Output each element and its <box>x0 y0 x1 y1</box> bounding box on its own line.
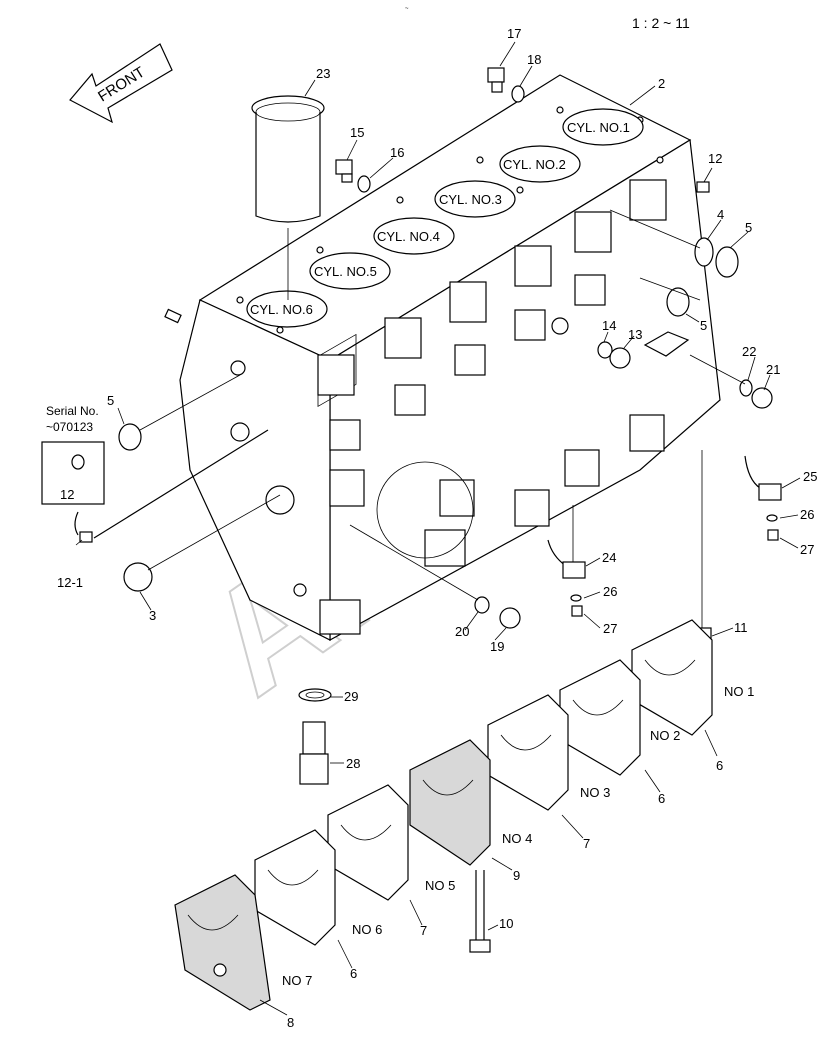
bearing-label-2: NO 2 <box>650 728 680 743</box>
bearing-cap-1 <box>631 619 713 736</box>
callout-14: 14 <box>602 318 616 333</box>
main-bearing-bolt <box>469 870 491 953</box>
bearing-caps <box>174 619 713 1011</box>
callout-12-top: 12 <box>708 151 722 166</box>
cylinder-liner <box>251 79 325 300</box>
callout-12-1: 12-1 <box>57 575 83 590</box>
callout-3: 3 <box>149 608 156 623</box>
callout-19: 19 <box>490 639 504 654</box>
callout-11: 11 <box>734 620 748 635</box>
cylinder-label-2: CYL. NO.2 <box>503 157 566 172</box>
leader-lines <box>75 41 801 1016</box>
top-mark: ~ <box>405 6 409 12</box>
callout-18: 18 <box>527 52 541 67</box>
bearing-cap-5 <box>327 784 409 901</box>
callout-23: 23 <box>316 66 330 81</box>
cylinder-label-5: CYL. NO.5 <box>314 264 377 279</box>
callout-6-cap1: 6 <box>716 758 723 773</box>
front-arrow: FRONT <box>69 43 173 124</box>
callout-5-right: 5 <box>745 220 752 235</box>
bottom-fittings <box>298 450 782 785</box>
callout-25: 25 <box>803 469 817 484</box>
part-callouts: 2 17 18 23 15 16 12 4 5 5 14 13 22 21 5 … <box>57 26 817 1030</box>
cylinder-label-1: CYL. NO.1 <box>567 120 630 135</box>
callout-6-cap2: 6 <box>658 791 665 806</box>
bearing-cap-7 <box>174 874 271 1011</box>
bearing-cap-6 <box>254 829 336 946</box>
bearing-label-1: NO 1 <box>724 684 754 699</box>
callout-17: 17 <box>507 26 521 41</box>
callout-20: 20 <box>455 624 469 639</box>
callout-4: 4 <box>717 207 724 222</box>
callout-24: 24 <box>602 550 616 565</box>
callout-27-right: 27 <box>800 542 814 557</box>
cylinder-block <box>179 74 721 642</box>
callout-26-mid: 26 <box>603 584 617 599</box>
bearing-label-5: NO 5 <box>425 878 455 893</box>
callout-6-cap6: 6 <box>350 966 357 981</box>
callout-9: 9 <box>513 868 520 883</box>
cylinder-label-3: CYL. NO.3 <box>439 192 502 207</box>
callout-13: 13 <box>628 327 642 342</box>
bearing-cap-2 <box>559 659 641 776</box>
cylinder-label-6: CYL. NO.6 <box>250 302 313 317</box>
bearing-cap-3 <box>487 694 569 811</box>
callout-8: 8 <box>287 1015 294 1030</box>
callout-22: 22 <box>742 344 756 359</box>
callout-27-mid: 27 <box>603 621 617 636</box>
callout-12-box: 12 <box>60 487 74 502</box>
left-side-parts <box>41 308 281 592</box>
serial-note-line2: ~070123 <box>46 420 93 434</box>
cylinder-label-4: CYL. NO.4 <box>377 229 440 244</box>
bearing-label-7: NO 7 <box>282 973 312 988</box>
callout-29: 29 <box>344 689 358 704</box>
bearing-label-4: NO 4 <box>502 831 532 846</box>
callout-10: 10 <box>499 916 513 931</box>
callout-7-cap3: 7 <box>583 836 590 851</box>
cylinder-bores: CYL. NO.1 CYL. NO.2 CYL. NO.3 CYL. NO.4 … <box>246 108 644 328</box>
bearing-label-6: NO 6 <box>352 922 382 937</box>
callout-5-mid: 5 <box>700 318 707 333</box>
callout-26-right: 26 <box>800 507 814 522</box>
callout-15: 15 <box>350 125 364 140</box>
top-fittings <box>335 67 773 409</box>
callout-7-cap5: 7 <box>420 923 427 938</box>
bearing-label-3: NO 3 <box>580 785 610 800</box>
scale-label: 1 : 2 ~ 11 <box>632 15 690 31</box>
callout-5-left: 5 <box>107 393 114 408</box>
callout-16: 16 <box>390 145 404 160</box>
callout-21: 21 <box>766 362 780 377</box>
block-side-pockets <box>317 179 667 635</box>
callout-28: 28 <box>346 756 360 771</box>
serial-note-line1: Serial No. <box>46 404 99 418</box>
callout-2: 2 <box>658 76 665 91</box>
bearing-cap-4 <box>409 739 491 866</box>
